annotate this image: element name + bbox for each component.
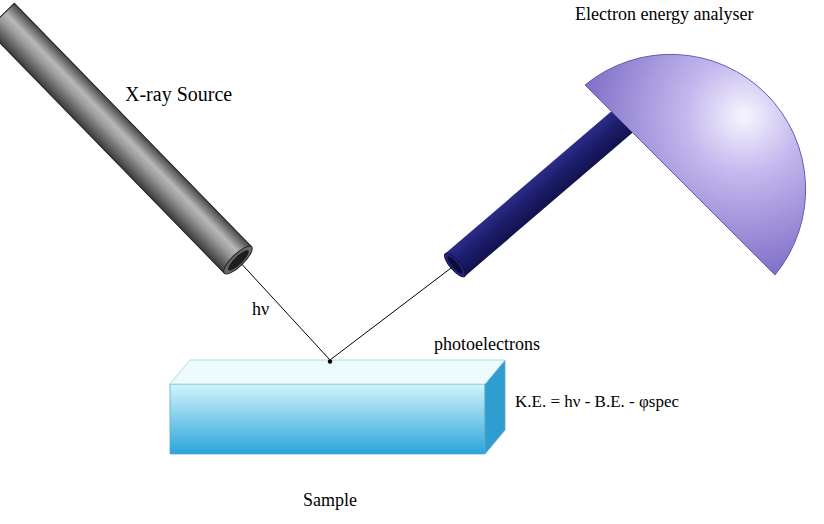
- text-holder: Sample: [303, 490, 357, 512]
- tube-mouth: [226, 248, 252, 273]
- x-ray-source: X-ray Source: [0, 20, 250, 260]
- beam-label: hν: [250, 299, 271, 321]
- sample-slab: Sample: [170, 360, 505, 516]
- arm-mouth: [446, 255, 465, 276]
- node-label: X-ray Source: [125, 82, 232, 106]
- x-ray-source-outline: [0, 20, 250, 260]
- tube-body: [0, 3, 252, 273]
- edge-label-holder: hν: [250, 299, 271, 321]
- node-label: Electron energy analyser: [575, 4, 754, 26]
- slab-top: [170, 360, 505, 384]
- edge-label-holder: photoelectrons: [432, 334, 542, 356]
- arm-mouth-rim: [441, 250, 468, 279]
- analyser-lens-arm: [441, 104, 639, 280]
- beam-label: photoelectrons: [432, 334, 542, 356]
- beam-line: [238, 260, 330, 360]
- node-label: Sample: [303, 490, 357, 512]
- text-holder: X-ray Source: [125, 82, 232, 106]
- text-holder: Electron energy analyser: [575, 4, 754, 26]
- label-holder: K.E. = hν - B.E. - φspec: [515, 392, 679, 412]
- hemisphere: [585, 54, 806, 275]
- electron-energy-analyser: Electron energy analyser: [455, 0, 824, 290]
- tube-mouth-rim: [220, 242, 256, 277]
- arm-body: [445, 104, 639, 276]
- impact-point: [328, 359, 332, 363]
- electron-energy-analyser-outline: [455, 0, 824, 290]
- slab-front: [170, 384, 485, 454]
- x-ray-tube: [0, 3, 256, 277]
- equation-label: K.E. = hν - B.E. - φspec: [515, 392, 679, 412]
